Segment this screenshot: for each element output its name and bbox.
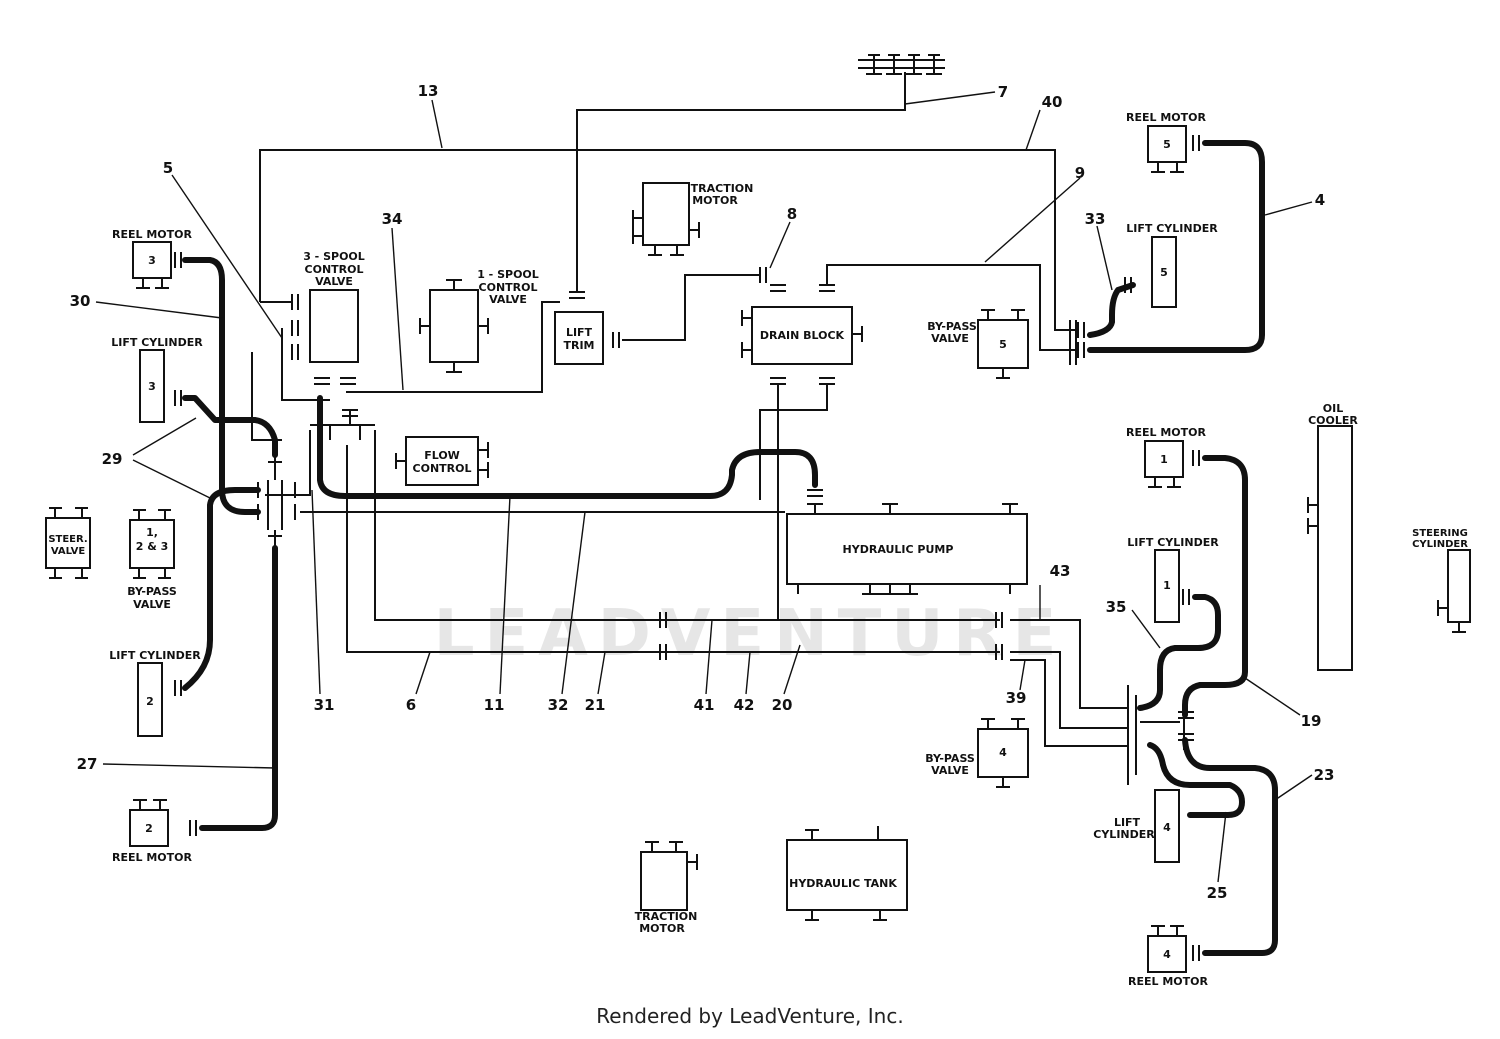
reel-motor-3-label: REEL MOTOR [112, 228, 192, 241]
steering-cylinder-line1: STEERING [1412, 528, 1468, 539]
traction-motor-top-line1: TRACTION [691, 182, 754, 195]
callout-32: 32 [548, 696, 569, 714]
spool1-line2: CONTROL [479, 281, 538, 294]
reel-motor-5-label: REEL MOTOR [1126, 111, 1206, 124]
lift-cylinder-1-label: LIFT CYLINDER [1127, 536, 1219, 549]
traction-motor-bottom-line1: TRACTION [635, 910, 698, 923]
lift-trim-line1: LIFT [566, 326, 593, 339]
leader-lines [95, 91, 1313, 883]
bypass-4-line1: BY-PASS [925, 752, 975, 765]
callout-20: 20 [772, 696, 793, 714]
spool3-line1: 3 - SPOOL [303, 250, 365, 263]
bypass-123-line3: BY-PASS [127, 585, 177, 598]
callout-19: 19 [1301, 712, 1322, 730]
lift-cylinder-2-label: LIFT CYLINDER [109, 649, 201, 662]
lift-cylinder-3-num: 3 [148, 380, 156, 393]
callout-42: 42 [734, 696, 755, 714]
fittings [174, 135, 1200, 961]
hydraulic-pump-label: HYDRAULIC PUMP [843, 543, 954, 556]
bypass-123-line2: 2 & 3 [136, 540, 169, 553]
callout-31: 31 [314, 696, 335, 714]
callout-39: 39 [1006, 689, 1027, 707]
lift-cylinder-4-num: 4 [1163, 821, 1171, 834]
bypass-5-line1: BY-PASS [927, 320, 977, 333]
hoses [182, 140, 1278, 956]
bypass-123-line1: 1, [146, 526, 158, 539]
flow-control-line2: CONTROL [413, 462, 472, 475]
reel-motor-5-num: 5 [1163, 138, 1171, 151]
footer-credit: Rendered by LeadVenture, Inc. [596, 1004, 904, 1028]
spool1-line1: 1 - SPOOL [477, 268, 539, 281]
callout-6: 6 [406, 696, 416, 714]
top-manifold [858, 54, 945, 75]
reel-motor-4-label: REEL MOTOR [1128, 975, 1208, 988]
callout-23: 23 [1314, 766, 1335, 784]
reel-motor-4-num: 4 [1163, 948, 1171, 961]
spool1-line3: VALVE [489, 293, 527, 306]
steer-valve-line2: VALVE [51, 546, 86, 557]
reel-motor-1-num: 1 [1160, 453, 1168, 466]
callout-33: 33 [1085, 210, 1106, 228]
bypass-5-num: 5 [999, 338, 1007, 351]
bottom-leaders [311, 489, 801, 695]
callout-4: 4 [1315, 191, 1325, 209]
callout-21: 21 [585, 696, 606, 714]
bypass-4-line2: VALVE [931, 764, 969, 777]
spool3-line2: CONTROL [305, 263, 364, 276]
bypass-4-num: 4 [999, 746, 1007, 759]
drain-block-label: DRAIN BLOCK [760, 329, 845, 342]
callout-35: 35 [1106, 598, 1127, 616]
callout-41: 41 [694, 696, 715, 714]
callout-29: 29 [102, 450, 123, 468]
callout-7: 7 [998, 83, 1008, 101]
oil-cooler-line1: OIL [1323, 402, 1343, 415]
lift-cylinder-5-label: LIFT CYLINDER [1126, 222, 1218, 235]
steering-cylinder-line2: CYLINDER [1412, 539, 1468, 550]
lift-trim-line2: TRIM [563, 339, 594, 352]
bypass-5-line2: VALVE [931, 332, 969, 345]
lift-cylinder-3-label: LIFT CYLINDER [111, 336, 203, 349]
reel-motor-2-num: 2 [145, 822, 153, 835]
lift-cylinder-5-num: 5 [1160, 266, 1168, 279]
callout-40: 40 [1042, 93, 1063, 111]
callout-numbers: 13 7 40 5 34 8 9 4 33 30 29 27 31 6 11 3… [70, 82, 1335, 902]
lift-cylinder-4-line2: CYLINDER [1093, 828, 1155, 841]
thin-lines [251, 72, 1180, 747]
lift-cylinder-4-line1: LIFT [1114, 816, 1141, 829]
steer-valve-line1: STEER. [48, 534, 87, 545]
callout-30: 30 [70, 292, 91, 310]
reel-motor-1-label: REEL MOTOR [1126, 426, 1206, 439]
callout-9: 9 [1075, 164, 1085, 182]
callout-11: 11 [484, 696, 505, 714]
callout-8: 8 [787, 205, 797, 223]
bypass-123-line4: VALVE [133, 598, 171, 611]
callout-5: 5 [163, 159, 173, 177]
lift-cylinder-1-num: 1 [1163, 579, 1171, 592]
callout-25: 25 [1207, 884, 1228, 902]
right-manifold [1069, 320, 1185, 785]
flow-control-line1: FLOW [424, 449, 460, 462]
spool3-line3: VALVE [315, 275, 353, 288]
hydraulic-tank-label: HYDRAULIC TANK [789, 877, 897, 890]
callout-27: 27 [77, 755, 98, 773]
watermark: LEADVENTURE [434, 597, 1067, 671]
left-manifold [257, 424, 375, 548]
traction-motor-bottom-line2: MOTOR [639, 922, 685, 935]
component-boxes: 3 REEL MOTOR 3 LIFT CYLINDER STEER. VALV… [45, 111, 1471, 988]
lift-cylinder-2-num: 2 [146, 695, 154, 708]
callout-13: 13 [418, 82, 439, 100]
traction-motor-top-line2: MOTOR [692, 194, 738, 207]
callout-34: 34 [382, 210, 403, 228]
reel-motor-3-num: 3 [148, 254, 156, 267]
callout-43: 43 [1050, 562, 1071, 580]
oil-cooler-line2: COOLER [1308, 414, 1358, 427]
reel-motor-2-label: REEL MOTOR [112, 851, 192, 864]
